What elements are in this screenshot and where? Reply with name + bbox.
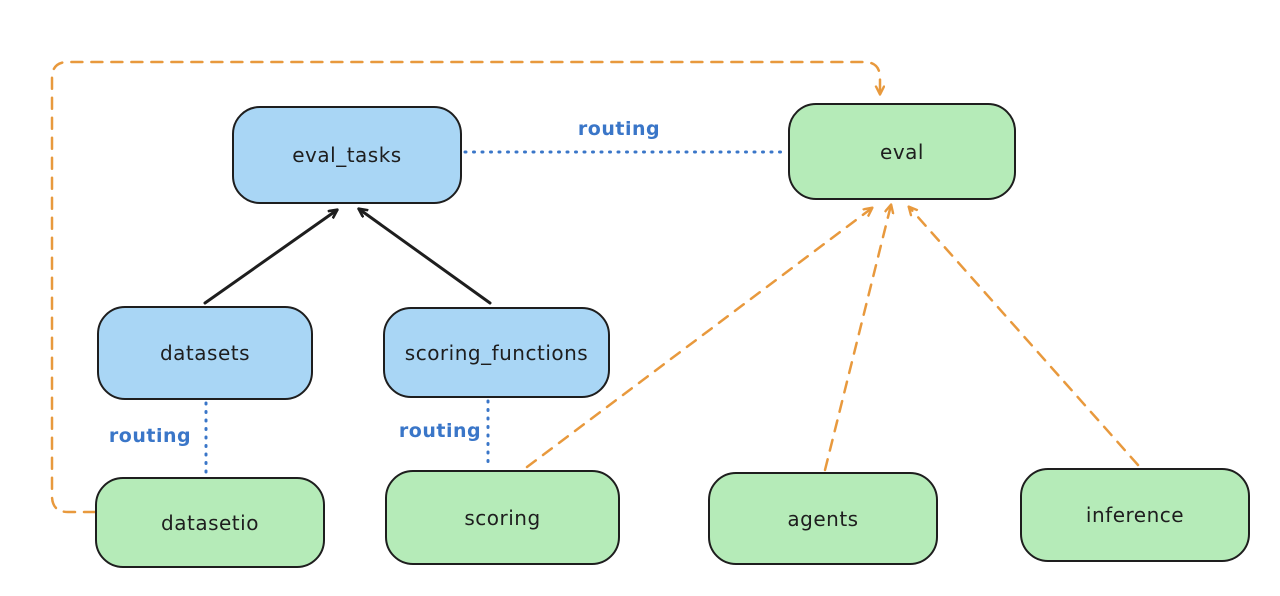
edge-label-datasets-to-datasetio: routing (108, 425, 192, 447)
node-eval: eval (788, 103, 1016, 200)
node-scoring_functions: scoring_functions (383, 307, 610, 398)
node-label-agents: agents (787, 506, 859, 531)
node-inference: inference (1020, 468, 1250, 562)
edge-inference-to-eval (909, 207, 1140, 467)
node-datasetio: datasetio (95, 477, 325, 568)
node-label-inference: inference (1085, 503, 1185, 527)
edge-label-scoring_functions-to-scoring: routing (398, 420, 482, 442)
node-label-scoring_functions: scoring_functions (404, 340, 589, 365)
node-datasets: datasets (97, 306, 313, 400)
node-label-eval_tasks: eval_tasks (292, 143, 402, 167)
node-label-datasetio: datasetio (161, 510, 259, 535)
edge-label-eval_tasks-to-eval: routing (577, 118, 661, 140)
node-eval_tasks: eval_tasks (232, 106, 462, 204)
node-label-scoring: scoring (464, 505, 541, 530)
node-scoring: scoring (385, 470, 620, 565)
node-label-datasets: datasets (159, 341, 251, 365)
node-agents: agents (708, 472, 938, 565)
node-label-eval: eval (880, 139, 924, 164)
edge-scoring_functions-to-eval_tasks (359, 209, 492, 305)
edge-agents-to-eval (823, 205, 891, 472)
edge-datasets-to-eval_tasks (203, 210, 337, 305)
